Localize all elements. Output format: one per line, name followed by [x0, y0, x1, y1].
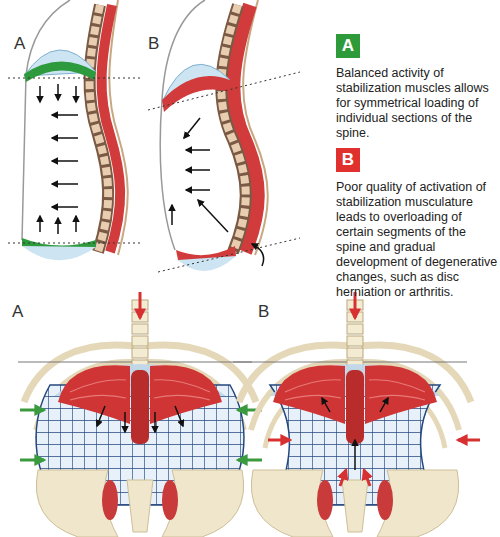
- panel-letter: B: [148, 34, 159, 54]
- frontal-trunk-imbalanced: [233, 292, 480, 537]
- sagittal-trunk-balanced-part: [75, 216, 77, 232]
- frontal-trunk-imbalanced-part: [322, 398, 388, 470]
- frontal-trunk-imbalanced-part: [380, 398, 388, 412]
- heading-badge: A: [336, 34, 360, 58]
- frontal-trunk-balanced-part: [20, 459, 44, 462]
- sagittal-trunk-imbalanced-part: [252, 244, 264, 266]
- heading-badge: B: [336, 148, 360, 172]
- frontal-trunk-balanced-part: [154, 412, 156, 432]
- frontal-trunk-balanced-part: [175, 406, 183, 426]
- sagittal-trunk-imbalanced-part: [158, 238, 300, 272]
- frontal-trunk-balanced-part: [20, 410, 262, 460]
- frontal-trunk-balanced-part: [238, 459, 262, 462]
- sagittal-trunk-balanced-part: [8, 78, 140, 79]
- frontal-trunk-balanced-part: [139, 292, 142, 318]
- frontal-trunk-imbalanced-part: [458, 439, 480, 442]
- frontal-trunk-imbalanced-part: [354, 440, 356, 470]
- sagittal-trunk-balanced-part: [90, 5, 109, 252]
- text-box: B Poor quality of activation of stabiliza…: [336, 148, 498, 300]
- sagittal-trunk-balanced-part: [52, 160, 78, 162]
- sagittal-trunk-imbalanced-part: [160, 0, 205, 250]
- sagittal-trunk-imbalanced-part: [172, 118, 264, 266]
- sagittal-trunk-balanced: [8, 0, 140, 260]
- sagittal-trunk-imbalanced-part: [186, 149, 210, 151]
- sagittal-trunk-balanced-part: [8, 243, 140, 244]
- sagittal-trunk-balanced-part: [52, 183, 78, 185]
- sagittal-trunk-balanced-part: [57, 218, 59, 234]
- panel-letter: A: [14, 34, 25, 54]
- sagittal-trunk-imbalanced-part: [171, 205, 173, 225]
- frontal-trunk-imbalanced-part: [322, 398, 330, 412]
- sagittal-trunk-imbalanced-part: [198, 200, 228, 232]
- sagittal-trunk-imbalanced-part: [221, 5, 245, 252]
- body-text: Poor quality of activation of stabilizat…: [336, 180, 498, 300]
- frontal-trunk-imbalanced-part: [268, 440, 480, 486]
- sagittal-trunk-imbalanced-part: [148, 72, 300, 110]
- frontal-trunk-imbalanced-part: [340, 470, 346, 486]
- sagittal-trunk-balanced-part: [52, 206, 78, 208]
- sagittal-trunk-imbalanced-part: [186, 169, 210, 171]
- sagittal-trunk-balanced-part: [39, 216, 41, 232]
- frontal-trunk-balanced-part: [124, 412, 126, 432]
- frontal-trunk-imbalanced-part: [251, 364, 458, 537]
- sagittal-trunk-imbalanced-part: [186, 189, 210, 191]
- sagittal-trunk-balanced-part: [57, 84, 59, 100]
- sagittal-trunk-balanced-part: [52, 114, 78, 116]
- sagittal-trunk-balanced-part: [75, 86, 77, 102]
- frontal-trunk-balanced-part: [20, 409, 44, 412]
- body-text: Balanced activity of stabilization muscl…: [336, 66, 498, 141]
- frontal-trunk-balanced-part: [97, 406, 105, 426]
- sagittal-trunk-balanced-part: [40, 84, 78, 234]
- panel-letter: B: [258, 302, 269, 322]
- sagittal-trunk-balanced-part: [90, 5, 109, 252]
- frontal-trunk-balanced-part: [36, 364, 243, 537]
- panel-letter: A: [12, 302, 23, 322]
- sagittal-trunk-balanced-part: [24, 61, 96, 82]
- sagittal-trunk-balanced-part: [22, 0, 70, 240]
- text-box: A Balanced activity of stabilization musc…: [336, 34, 498, 141]
- sagittal-trunk-balanced-part: [52, 137, 78, 139]
- sagittal-trunk-imbalanced-part: [184, 118, 200, 138]
- sagittal-trunk-imbalanced: [148, 0, 300, 272]
- sagittal-trunk-imbalanced-part: [178, 256, 236, 271]
- frontal-trunk-balanced: [18, 292, 262, 537]
- frontal-trunk-balanced-part: [97, 406, 183, 432]
- frontal-trunk-imbalanced-part: [364, 470, 370, 486]
- sagittal-trunk-balanced-part: [39, 86, 41, 102]
- sagittal-trunk-balanced-part: [22, 246, 96, 260]
- sagittal-trunk-imbalanced-part: [162, 76, 230, 112]
- frontal-trunk-imbalanced-part: [268, 439, 290, 442]
- sagittal-trunk-imbalanced-part: [221, 5, 245, 252]
